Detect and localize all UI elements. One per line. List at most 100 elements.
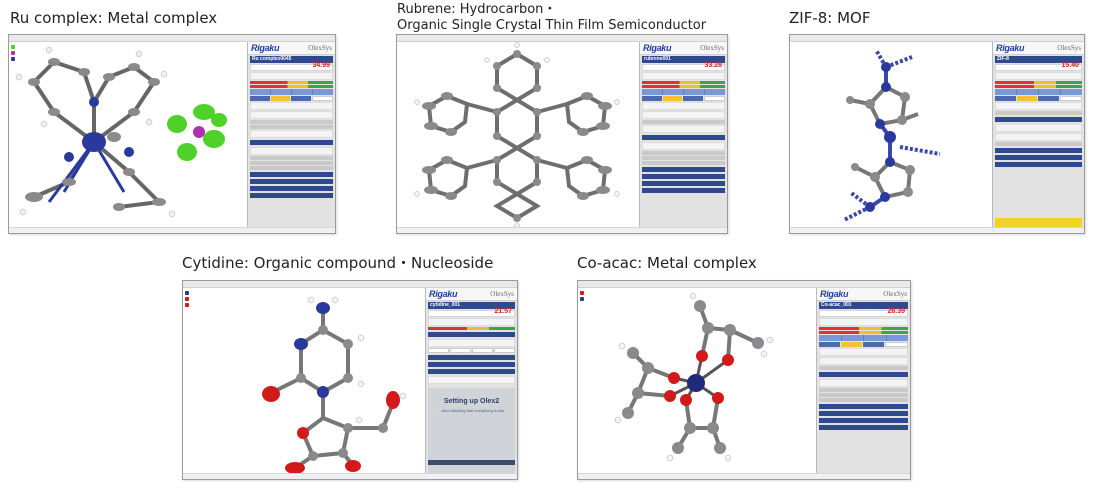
- section-header[interactable]: [819, 418, 908, 423]
- color-swatch-icon[interactable]: [11, 57, 15, 61]
- tab[interactable]: [886, 335, 908, 341]
- solve-button[interactable]: [250, 96, 270, 101]
- quality-bar: [642, 85, 725, 88]
- section-header[interactable]: [428, 369, 515, 374]
- solve-button[interactable]: [995, 96, 1016, 101]
- molecule-viewer[interactable]: [578, 288, 816, 473]
- section-header[interactable]: [428, 362, 515, 367]
- color-swatch-icon[interactable]: [580, 291, 584, 295]
- refine-buttons: [428, 348, 515, 353]
- refine-button[interactable]: [841, 342, 862, 347]
- draw-button[interactable]: [683, 96, 703, 101]
- report-button[interactable]: [494, 348, 515, 353]
- olexsys-logo: OlexSys: [1057, 44, 1081, 52]
- molecule-viewer[interactable]: [790, 42, 992, 227]
- section-header[interactable]: [995, 162, 1082, 167]
- section-header[interactable]: [819, 411, 908, 416]
- toolbar-left: [580, 291, 585, 303]
- section-row: [995, 142, 1082, 146]
- tab[interactable]: [841, 335, 863, 341]
- tab[interactable]: [684, 89, 704, 95]
- tab[interactable]: [292, 89, 312, 95]
- r-factor-value: 15.40: [1061, 62, 1079, 69]
- section-row: [642, 156, 725, 160]
- tab[interactable]: [1061, 89, 1082, 95]
- solve-button[interactable]: [819, 342, 840, 347]
- solve-button[interactable]: [642, 96, 662, 101]
- section-header[interactable]: [250, 179, 333, 184]
- tab[interactable]: [1017, 89, 1038, 95]
- refine-button[interactable]: [1016, 96, 1037, 101]
- molecule-viewer[interactable]: [183, 288, 425, 473]
- olexsys-logo: OlexSys: [883, 290, 907, 298]
- tab[interactable]: [864, 335, 886, 341]
- section-header[interactable]: [428, 332, 515, 337]
- option-row: [819, 348, 908, 356]
- draw-button[interactable]: [863, 342, 884, 347]
- color-swatch-icon[interactable]: [185, 297, 189, 301]
- molecule-viewer[interactable]: [397, 42, 639, 227]
- refine-button[interactable]: [662, 96, 682, 101]
- section-header[interactable]: [819, 404, 908, 409]
- section-row: [819, 398, 908, 402]
- section-header[interactable]: [642, 167, 725, 172]
- section-header[interactable]: [250, 186, 333, 191]
- molecule-viewer[interactable]: [9, 42, 247, 227]
- panel-tabs[interactable]: [250, 89, 333, 95]
- r-factor-value: 28.39: [887, 308, 905, 315]
- tab[interactable]: [271, 89, 291, 95]
- refine-button[interactable]: [450, 348, 471, 353]
- tab[interactable]: [250, 89, 270, 95]
- panel-tabs[interactable]: [995, 89, 1082, 95]
- section-header[interactable]: [642, 188, 725, 193]
- rigaku-logo: Rigaku: [996, 43, 1025, 53]
- section-header[interactable]: [642, 181, 725, 186]
- info-row: [995, 72, 1082, 80]
- tab[interactable]: [1039, 89, 1060, 95]
- section-header[interactable]: [995, 117, 1082, 122]
- option-row: [642, 111, 725, 119]
- color-swatch-icon[interactable]: [11, 51, 15, 55]
- tab[interactable]: [995, 89, 1016, 95]
- section-row: [250, 156, 333, 160]
- r-factor-row: 34.99: [250, 62, 333, 71]
- draw-button[interactable]: [291, 96, 311, 101]
- report-button[interactable]: [311, 96, 333, 101]
- r-factor-value: 33.28: [704, 62, 722, 69]
- report-button[interactable]: [885, 342, 908, 347]
- tab[interactable]: [705, 89, 725, 95]
- section-header[interactable]: [250, 193, 333, 198]
- refine-button[interactable]: [270, 96, 290, 101]
- draw-button[interactable]: [1038, 96, 1059, 101]
- section-header[interactable]: [642, 174, 725, 179]
- section-header[interactable]: [250, 172, 333, 177]
- section-header[interactable]: [642, 135, 725, 140]
- section-header[interactable]: [428, 355, 515, 360]
- section-header[interactable]: [250, 140, 333, 145]
- section-header[interactable]: [995, 155, 1082, 160]
- olexsys-logo: OlexSys: [308, 44, 332, 52]
- color-swatch-icon[interactable]: [185, 303, 189, 307]
- tab[interactable]: [819, 335, 841, 341]
- panel-tabs[interactable]: [819, 335, 908, 341]
- section-header[interactable]: [995, 148, 1082, 153]
- color-swatch-icon[interactable]: [580, 297, 584, 301]
- section-header[interactable]: [819, 425, 908, 430]
- panel-tabs[interactable]: [642, 89, 725, 95]
- tab[interactable]: [663, 89, 683, 95]
- refine-buttons: [642, 96, 725, 101]
- section-row: [250, 125, 333, 129]
- tab[interactable]: [642, 89, 662, 95]
- section-header[interactable]: [819, 372, 908, 377]
- report-button[interactable]: [703, 96, 725, 101]
- color-swatch-icon[interactable]: [11, 45, 15, 49]
- solve-button[interactable]: [428, 348, 449, 353]
- tab[interactable]: [313, 89, 333, 95]
- report-button[interactable]: [1059, 96, 1082, 101]
- color-swatch-icon[interactable]: [185, 291, 189, 295]
- draw-button[interactable]: [472, 348, 493, 353]
- section-row: [819, 388, 908, 392]
